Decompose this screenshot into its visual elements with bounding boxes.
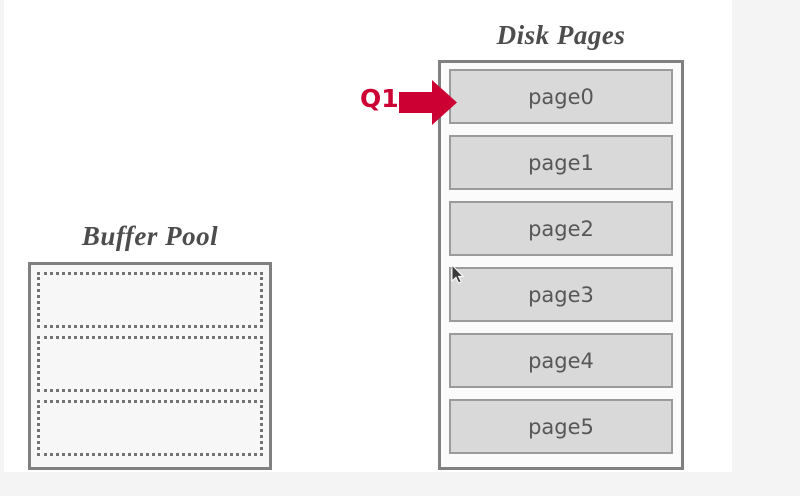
buffer-pool-container <box>28 262 272 470</box>
buffer-slot[interactable] <box>37 336 263 392</box>
query-label: Q1 <box>360 84 399 113</box>
mouse-pointer-icon <box>451 264 464 284</box>
disk-page-label: page2 <box>528 216 594 241</box>
right-arrow-icon <box>399 80 457 125</box>
disk-page-box[interactable]: page3 <box>449 267 673 322</box>
disk-page-box[interactable]: page1 <box>449 135 673 190</box>
canvas-bottom-margin-strip <box>0 472 800 496</box>
disk-page-box[interactable]: page5 <box>449 399 673 454</box>
canvas-right-margin-strip <box>732 0 800 472</box>
buffer-slot[interactable] <box>37 272 263 328</box>
disk-page-box[interactable]: page0 <box>449 69 673 124</box>
disk-page-label: page3 <box>528 282 594 307</box>
buffer-slot[interactable] <box>37 400 263 456</box>
disk-page-box[interactable]: page4 <box>449 333 673 388</box>
disk-pages-container: page0 page1 page2 page3 page4 page5 <box>438 60 684 470</box>
disk-page-label: page4 <box>528 348 594 373</box>
disk-page-label: page5 <box>528 414 594 439</box>
disk-page-label: page0 <box>528 84 594 109</box>
disk-page-label: page1 <box>528 150 594 175</box>
buffer-pool-title: Buffer Pool <box>81 221 219 251</box>
disk-pages-title: Disk Pages <box>496 20 626 50</box>
canvas-left-margin-strip <box>0 0 4 496</box>
disk-page-box[interactable]: page2 <box>449 201 673 256</box>
